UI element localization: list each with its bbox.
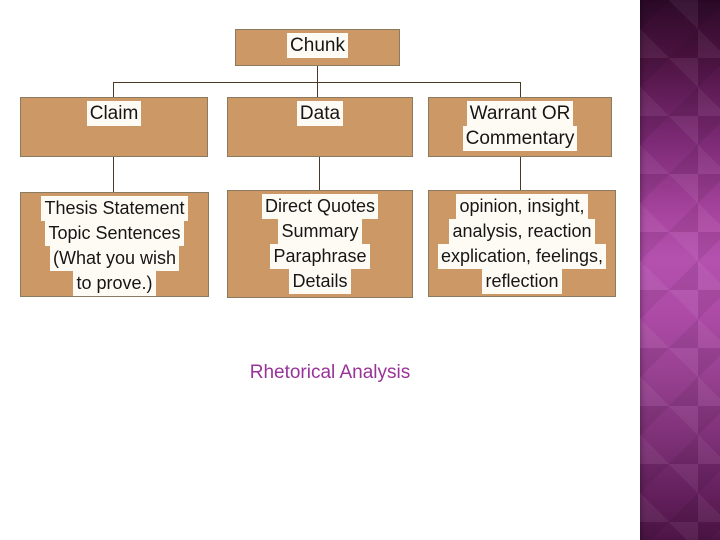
claim-label: Claim [86,101,142,126]
opinion-line1: opinion, insight, [456,194,588,219]
data-label: Data [296,101,344,126]
opinion-line4: reflection [482,269,562,294]
chunk-box: Chunk [235,29,400,66]
direct-quotes-box: Direct Quotes Summary Paraphrase Details [227,190,413,298]
connector-claim-to-thesis [113,157,114,192]
thesis-line1: Thesis Statement [41,196,188,221]
quotes-line4: Details [289,269,351,294]
connector-data-to-quotes [319,157,320,190]
warrant-label-line2: Commentary [462,126,578,151]
connector-warrant-to-opinion [520,157,521,190]
quotes-line1: Direct Quotes [261,194,379,219]
connector-root-vertical [317,66,318,82]
warrant-commentary-box: Warrant OR Commentary [428,97,612,157]
chunk-label: Chunk [287,33,348,58]
claim-box: Claim [20,97,208,157]
quotes-line2: Summary [278,219,362,244]
data-box: Data [227,97,413,157]
opinion-line2: analysis, reaction [449,219,595,244]
connector-data-drop [317,82,318,97]
connector-warrant-drop [520,82,521,97]
warrant-label-line1: Warrant OR [466,101,574,126]
opinion-insight-box: opinion, insight, analysis, reaction exp… [428,190,616,297]
thesis-line4: to prove.) [73,271,156,296]
thesis-line3: (What you wish [49,246,180,271]
thesis-statement-box: Thesis Statement Topic Sentences (What y… [20,192,209,297]
connector-claim-drop [113,82,114,97]
quotes-line3: Paraphrase [270,244,370,269]
thesis-line2: Topic Sentences [45,221,184,246]
decorative-purple-sidebar [640,0,720,540]
opinion-line3: explication, feelings, [437,244,607,269]
slide-caption: Rhetorical Analysis [249,362,411,383]
